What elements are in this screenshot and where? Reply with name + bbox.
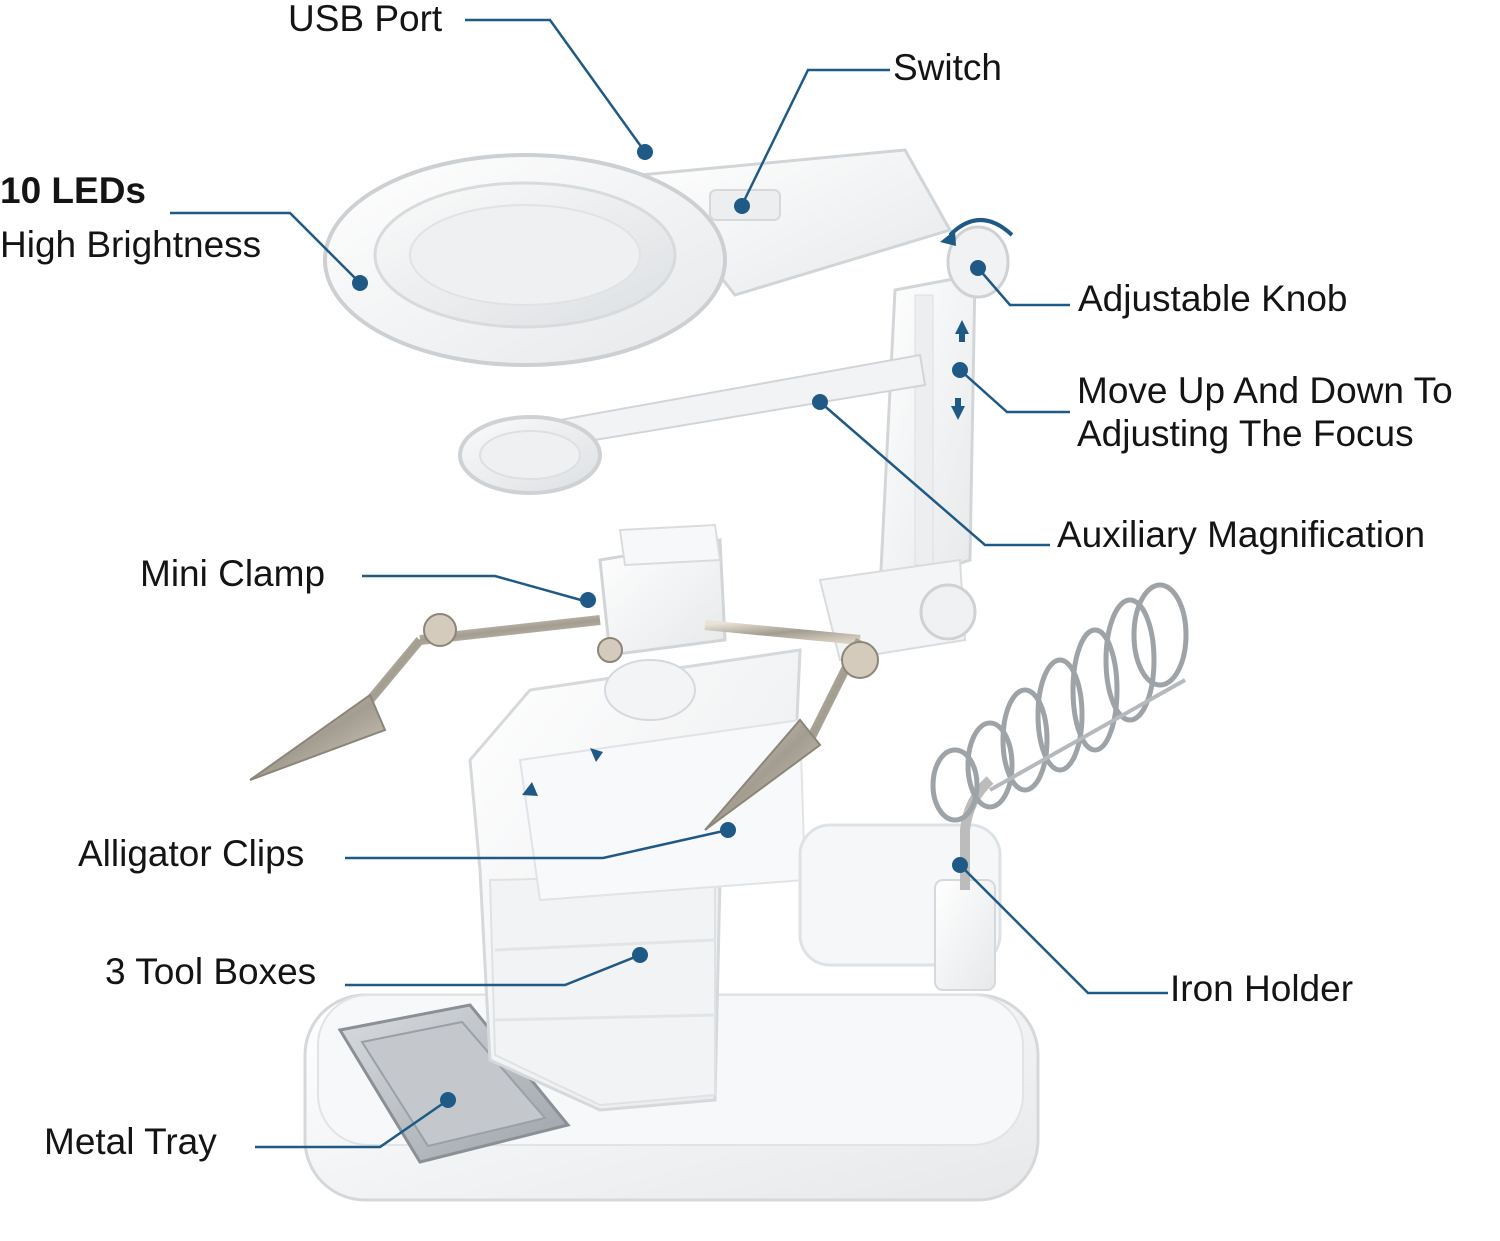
callout-dot-auxiliary: [812, 394, 828, 410]
callout-line-iron-holder: [959, 864, 1168, 995]
iron-coil: [930, 582, 1189, 823]
callout-dot-iron-holder: [952, 857, 968, 873]
callout-line-mini-clamp: [362, 574, 589, 604]
label-move-line2: Adjusting The Focus: [1077, 413, 1414, 454]
label-iron-holder: Iron Holder: [1170, 968, 1354, 1009]
label-leds-title: 10 LEDs: [0, 170, 147, 211]
callout-dot-metal-tray: [440, 1092, 456, 1108]
callout-line-switch: [740, 68, 890, 206]
auxiliary-arm: [458, 353, 927, 495]
callout-dot-leds: [352, 275, 368, 291]
move-arrows: [522, 320, 969, 796]
metal-tray: [337, 1003, 571, 1164]
tool-box-tower: [468, 648, 807, 1112]
callout-lines: [170, 18, 1168, 1149]
callout-dots: [352, 144, 986, 1108]
clamp-assembly: [249, 523, 879, 831]
callout-dot-move: [952, 362, 968, 378]
callout-line-knob: [977, 267, 1070, 307]
label-switch: Switch: [893, 47, 1002, 88]
label-usb-port: USB Port: [288, 0, 443, 39]
callout-line-move: [959, 369, 1070, 414]
label-auxiliary-magnification: Auxiliary Magnification: [1057, 514, 1426, 555]
callout-line-leds: [170, 211, 361, 284]
callout-line-usb-port: [465, 18, 647, 153]
callout-dot-usb-port: [637, 144, 653, 160]
magnifier-head: [323, 148, 953, 367]
callout-line-alligator: [345, 828, 729, 860]
label-mini-clamp: Mini Clamp: [140, 553, 326, 594]
iron-holder-post: [798, 776, 1002, 991]
callout-line-metal-tray: [255, 1098, 449, 1149]
callout-dot-alligator: [720, 822, 736, 838]
callout-line-auxiliary: [819, 401, 1050, 547]
callout-dot-knob: [970, 260, 986, 276]
callout-line-tool-boxes: [345, 953, 641, 987]
label-tool-boxes: 3 Tool Boxes: [105, 951, 317, 992]
callout-dot-switch: [734, 198, 750, 214]
label-move-line1: Move Up And Down To: [1077, 370, 1453, 411]
label-alligator-clips: Alligator Clips: [78, 833, 305, 874]
label-adjustable-knob: Adjustable Knob: [1078, 278, 1348, 319]
callout-dot-tool-boxes: [632, 947, 648, 963]
label-metal-tray: Metal Tray: [44, 1121, 217, 1162]
callout-dot-mini-clamp: [580, 592, 596, 608]
label-leds-subtitle: High Brightness: [0, 224, 262, 265]
vertical-column: [818, 273, 977, 662]
